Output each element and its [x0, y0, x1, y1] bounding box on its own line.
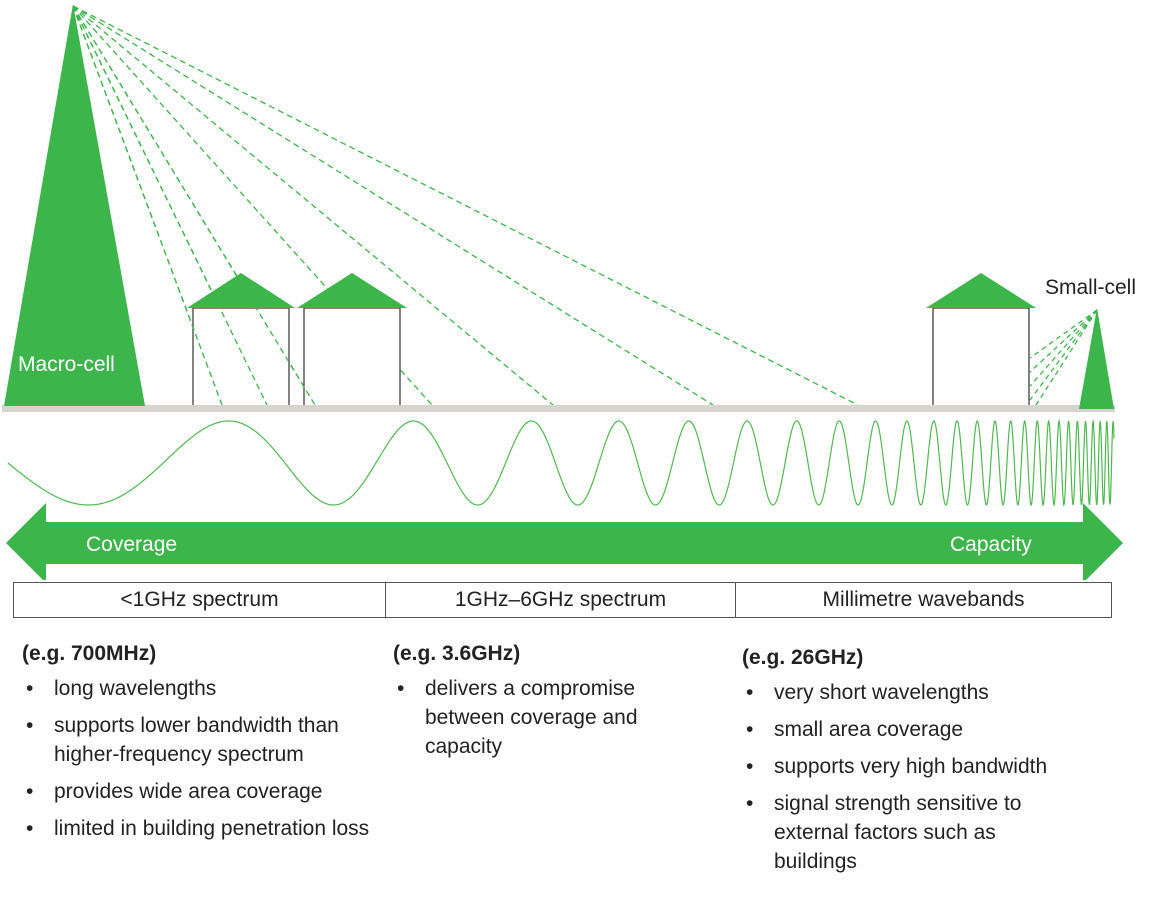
- bullet-list: long wavelengths supports lower bandwidt…: [22, 674, 382, 843]
- small-cell-label: Small-cell: [1045, 276, 1136, 299]
- frequency-wave: [7, 419, 1115, 507]
- band-box-1-6ghz: 1GHz–6GHz spectrum: [385, 582, 736, 618]
- coverage-label: Coverage: [86, 533, 177, 556]
- signal-lines-through-houses: [72, 5, 316, 406]
- bullet-item: very short wavelengths: [742, 678, 1122, 707]
- bullet-item: small area coverage: [742, 715, 1122, 744]
- house-1: [187, 273, 295, 407]
- bullet-item: supports lower bandwidth than higher-fre…: [22, 711, 344, 769]
- band-description-sub1ghz: (e.g. 700MHz) long wavelengths supports …: [22, 640, 382, 851]
- ground-line: [2, 405, 1115, 412]
- bullet-item: long wavelengths: [22, 674, 382, 703]
- small-cell-signal-lines: [1029, 309, 1098, 406]
- band-box-mmwave: Millimetre wavebands: [735, 582, 1112, 618]
- coverage-capacity-arrow: [6, 503, 1123, 580]
- bullet-list: very short wavelengths small area covera…: [742, 678, 1122, 876]
- band-example: (e.g. 26GHz): [742, 646, 864, 669]
- macro-cell-tower: [4, 4, 145, 406]
- bullet-list: delivers a compromise between coverage a…: [393, 674, 713, 761]
- macro-cell-label: Macro-cell: [18, 353, 115, 376]
- small-cell-tower: [1079, 308, 1114, 409]
- bullet-item: provides wide area coverage: [22, 777, 382, 806]
- band-example: (e.g. 700MHz): [22, 642, 157, 665]
- band-description-mmwave: (e.g. 26GHz) very short wavelengths smal…: [742, 644, 1122, 884]
- bullet-item: limited in building penetration loss: [22, 814, 382, 843]
- house-2: [297, 273, 407, 407]
- bullet-item: delivers a compromise between coverage a…: [393, 674, 675, 761]
- bullet-item: supports very high bandwidth: [742, 752, 1122, 781]
- capacity-label: Capacity: [950, 533, 1032, 556]
- band-example: (e.g. 3.6GHz): [393, 642, 521, 665]
- bullet-item: signal strength sensitive to external fa…: [742, 789, 1074, 876]
- spectrum-diagram: Macro-cell Small-cell Coverage Capacity: [2, 4, 1136, 580]
- band-box-sub1ghz: <1GHz spectrum: [13, 582, 386, 618]
- band-description-1-6ghz: (e.g. 3.6GHz) delivers a compromise betw…: [393, 640, 713, 769]
- macro-cell-signal-lines: [72, 5, 859, 406]
- house-3: [926, 273, 1036, 407]
